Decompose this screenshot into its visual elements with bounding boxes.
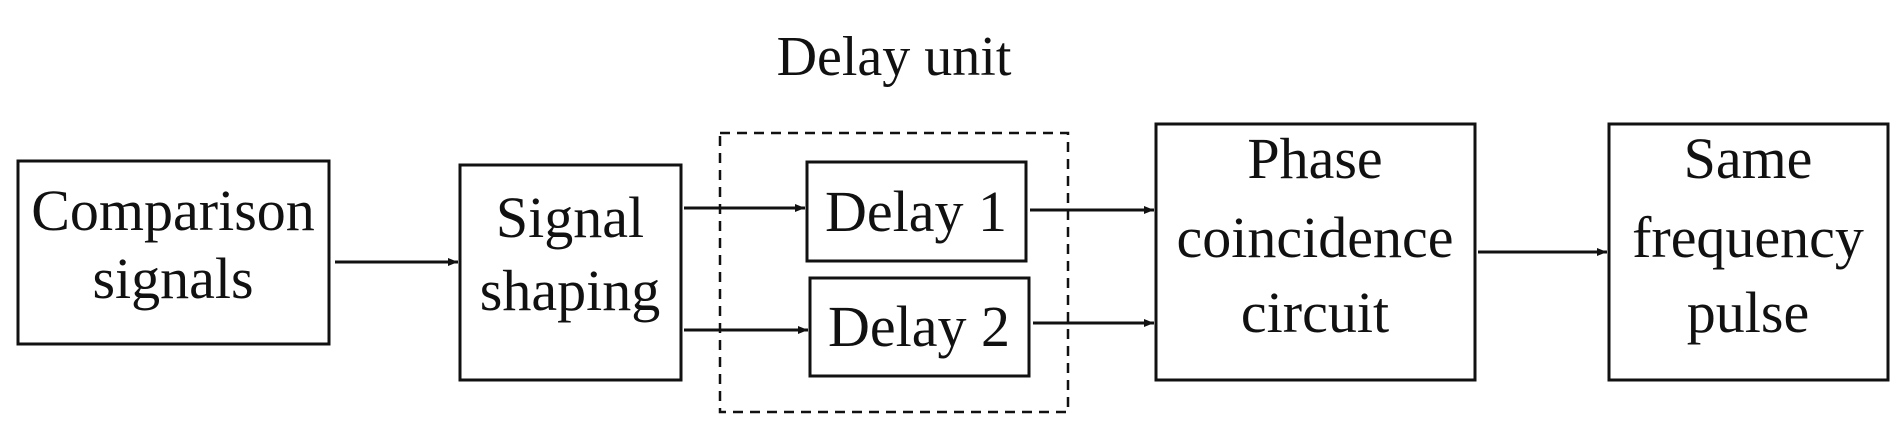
block-comparison-signals: Comparison signals [16, 159, 331, 346]
delay-unit-frame [718, 131, 1070, 414]
block-same-frequency-pulse-line2: frequency [1632, 205, 1864, 270]
block-delay-2-frame [808, 276, 1031, 378]
block-signal-shaping: Signal shaping [458, 163, 683, 382]
connectors [335, 204, 1607, 334]
block-comparison-signals-frame [16, 159, 331, 346]
block-same-frequency-pulse-frame [1607, 122, 1890, 382]
block-comparison-signals-line1: Comparison [31, 178, 315, 243]
block-delay-2-label: Delay 2 [828, 294, 1010, 359]
block-comparison-signals-line2: signals [92, 246, 253, 311]
delay-unit-label: Delay unit [777, 26, 1012, 88]
block-phase-coincidence-circuit-frame [1154, 122, 1477, 382]
block-same-frequency-pulse: Same frequency pulse [1607, 122, 1890, 382]
block-delay-1-label: Delay 1 [825, 179, 1007, 244]
block-signal-shaping-line1: Signal [496, 185, 644, 250]
block-phase-coincidence-circuit-line3: circuit [1241, 280, 1389, 345]
block-phase-coincidence-circuit-line2: coincidence [1177, 205, 1454, 270]
block-signal-shaping-line2: shaping [480, 258, 660, 323]
block-delay-1: Delay 1 [805, 160, 1028, 263]
delay-unit-group: Delay unit [718, 26, 1070, 414]
block-delay-1-frame [805, 160, 1028, 263]
block-signal-shaping-frame [458, 163, 683, 382]
block-same-frequency-pulse-line3: pulse [1687, 280, 1809, 345]
block-delay-2: Delay 2 [808, 276, 1031, 378]
block-phase-coincidence-circuit: Phase coincidence circuit [1154, 122, 1477, 382]
block-phase-coincidence-circuit-line1: Phase [1247, 126, 1382, 191]
block-same-frequency-pulse-line1: Same [1684, 126, 1813, 191]
